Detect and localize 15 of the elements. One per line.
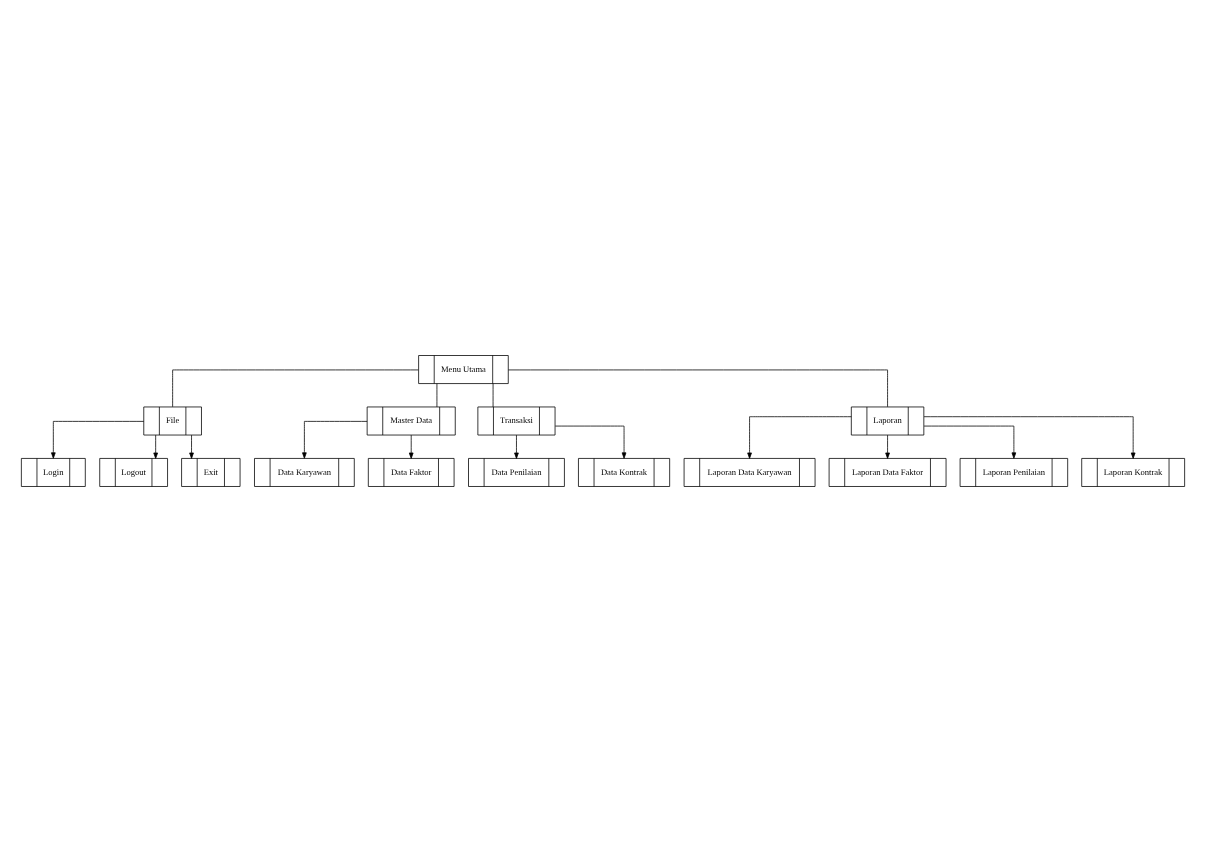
connector <box>492 383 494 408</box>
connector <box>436 383 438 408</box>
arrow <box>51 421 145 459</box>
arrow <box>408 434 414 459</box>
arrow <box>302 421 368 459</box>
connector <box>508 369 888 408</box>
arrow <box>189 434 194 459</box>
arrow <box>514 434 519 459</box>
connector <box>172 369 419 408</box>
arrow <box>923 425 1017 459</box>
arrow <box>747 416 852 459</box>
arrow <box>153 434 158 459</box>
arrow <box>885 434 890 459</box>
arrow <box>554 425 627 459</box>
arrow <box>923 416 1136 459</box>
